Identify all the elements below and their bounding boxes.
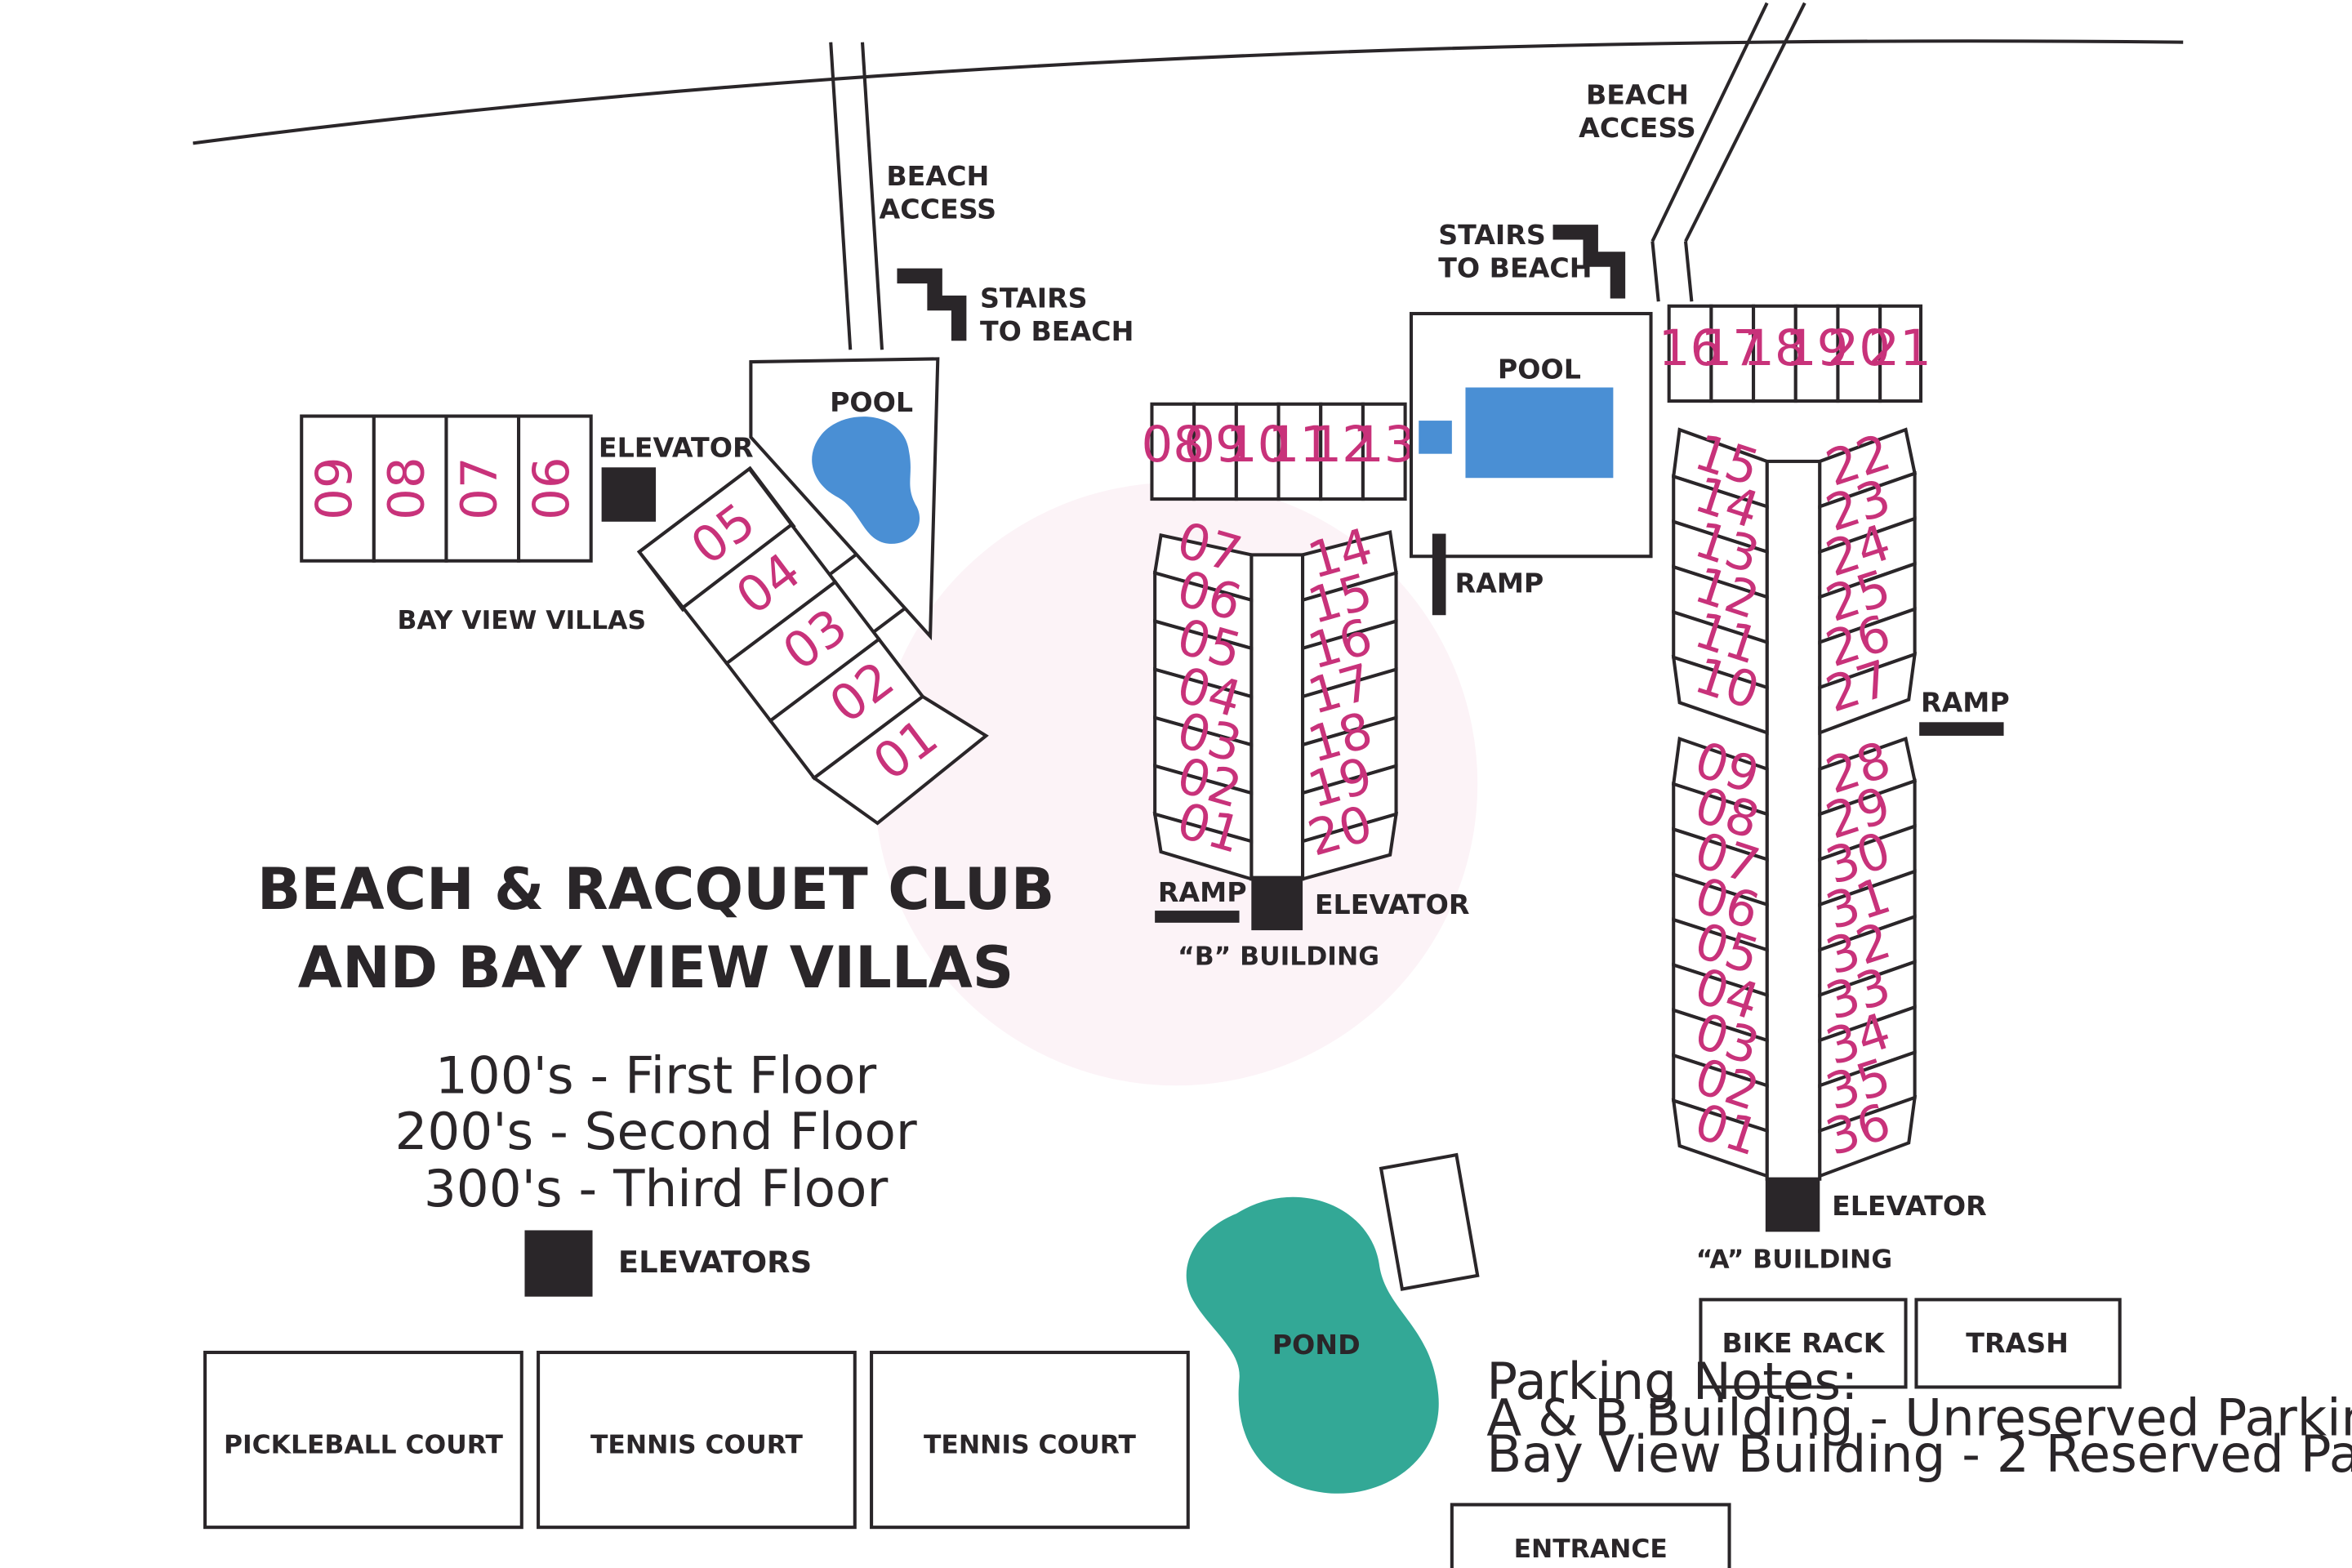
- legend-floor2: 200's - Second Floor: [394, 1102, 916, 1161]
- b-building-top-row: 08 09 10 11 12 13: [1142, 402, 1416, 501]
- unit-label: 08: [378, 457, 436, 520]
- ramp-icon: [1155, 911, 1240, 923]
- ramp-icon: [1432, 533, 1446, 616]
- legend-floor3: 300's - Third Floor: [424, 1159, 889, 1218]
- elevator-label: ELEVATOR: [599, 431, 754, 463]
- stairs-label-2b: TO BEACH: [1438, 252, 1592, 284]
- a-building-top-row: 16 17 18 19 20 21: [1659, 304, 1931, 403]
- unit-label: 18: [1743, 319, 1806, 377]
- beach-access-label-2b: ACCESS: [1579, 112, 1696, 144]
- beach-access-label-2a: BEACH: [1586, 78, 1689, 110]
- trash-label: TRASH: [1966, 1327, 2069, 1359]
- ramp-icon: [1919, 722, 2004, 736]
- entrance-area: [1450, 1503, 1731, 1568]
- elevator-icon: [1251, 875, 1303, 931]
- stairs-icon: [1552, 225, 1626, 299]
- parking-notes-line1: A & B Building - Unreserved Parking for …: [1486, 1388, 2352, 1448]
- unit-label: 21: [1868, 319, 1931, 377]
- bike-rack-label: BIKE RACK: [1722, 1327, 1885, 1359]
- unit-label: 09: [305, 457, 363, 520]
- building-name-bay-view: BAY VIEW VILLAS: [397, 606, 646, 635]
- stairs-label-1a: STAIRS: [980, 283, 1088, 314]
- ramp-label-pool: RAMP: [1455, 568, 1544, 599]
- unit-label: 17: [1700, 319, 1764, 377]
- unit-label: 08: [1142, 416, 1205, 474]
- legend-floor1: 100's - First Floor: [435, 1045, 877, 1105]
- unit-label: 10: [1226, 416, 1290, 474]
- entrance-label: ENTRANCE: [1514, 1535, 1668, 1564]
- tennis-label-2: TENNIS COURT: [924, 1431, 1136, 1460]
- parking-notes-line2: Bay View Building - 2 Reserved Parking S…: [1486, 1424, 2352, 1484]
- stairs-label-1b: TO BEACH: [980, 315, 1134, 347]
- beach-access-path-2: [1650, 2, 1806, 302]
- stairs-label-2a: STAIRS: [1438, 219, 1546, 251]
- bay-view-diagonal-units: 05 04 03 02 01: [636, 466, 989, 826]
- a-building-right-lower: 28 29 30 31 32 33 34 35 36: [1818, 731, 1918, 1178]
- trash-area: [1914, 1298, 2122, 1389]
- unit-label: 19: [1785, 319, 1849, 377]
- a-building-corridor: [1765, 459, 1822, 1181]
- beach-access-label-1b: ACCESS: [880, 194, 997, 225]
- pond-shape: [1186, 1196, 1439, 1494]
- spa: [1419, 421, 1452, 454]
- tennis-court-2: [870, 1350, 1190, 1530]
- elevator-legend-icon: [524, 1230, 593, 1297]
- building-name-b: “B” BUILDING: [1178, 942, 1379, 972]
- pickleball-court: [203, 1350, 523, 1530]
- elevator-label-a: ELEVATOR: [1832, 1190, 1987, 1222]
- map-title-line2: AND BAY VIEW VILLAS: [298, 934, 1014, 1001]
- unit-label: 09: [1183, 416, 1247, 474]
- b-building-corridor: [1250, 553, 1305, 881]
- tennis-court-1: [537, 1350, 857, 1530]
- unit-label: 06: [523, 457, 581, 520]
- a-building-left-upper: 15 14 13 12 11 10: [1671, 423, 1769, 736]
- pickleball-label: PICKLEBALL COURT: [224, 1431, 503, 1460]
- elevator-icon: [601, 467, 657, 522]
- pool-shape: [812, 416, 920, 544]
- legend-elevators: ELEVATORS: [618, 1245, 812, 1280]
- elevator-label-b: ELEVATOR: [1315, 889, 1470, 920]
- map-title-line1: BEACH & RACQUET CLUB: [257, 856, 1054, 923]
- a-building-left-lower: 09 08 07 06 05 04 03 02 01: [1671, 731, 1769, 1178]
- unit-label: 07: [450, 457, 508, 520]
- small-structure: [1379, 1152, 1480, 1291]
- bay-view-row: 09 08 07 06: [300, 414, 593, 563]
- pool-main: [1465, 387, 1614, 479]
- beach-access-label-1a: BEACH: [886, 160, 989, 192]
- pool-label-2: POOL: [1498, 353, 1581, 385]
- stairs-icon: [897, 268, 967, 341]
- unit-label: 16: [1659, 319, 1722, 377]
- pond-label: POND: [1272, 1329, 1361, 1361]
- a-building-right-upper: 22 23 24 25 26 27: [1818, 423, 1918, 736]
- pool-label-1: POOL: [830, 386, 913, 418]
- ramp-label-b: RAMP: [1158, 876, 1247, 908]
- unit-label: 11: [1268, 416, 1332, 474]
- elevator-icon: [1765, 1177, 1820, 1232]
- unit-label: 20: [1828, 319, 1891, 377]
- ramp-label-a: RAMP: [1921, 686, 2010, 718]
- b-building-right: 14 15 16 17 18 19 20: [1301, 517, 1399, 881]
- shoreline: [193, 39, 2184, 145]
- b-building-left: 07 06 05 04 03 02 01: [1152, 511, 1254, 882]
- tennis-label-1: TENNIS COURT: [590, 1431, 803, 1460]
- parking-notes-heading: Parking Notes:: [1486, 1352, 1858, 1411]
- unit-label: 13: [1352, 416, 1416, 474]
- beach-access-path-1: [829, 42, 884, 350]
- unit-label: 12: [1310, 416, 1374, 474]
- building-name-a: “A” BUILDING: [1696, 1245, 1892, 1275]
- bike-rack-area: [1699, 1298, 1908, 1389]
